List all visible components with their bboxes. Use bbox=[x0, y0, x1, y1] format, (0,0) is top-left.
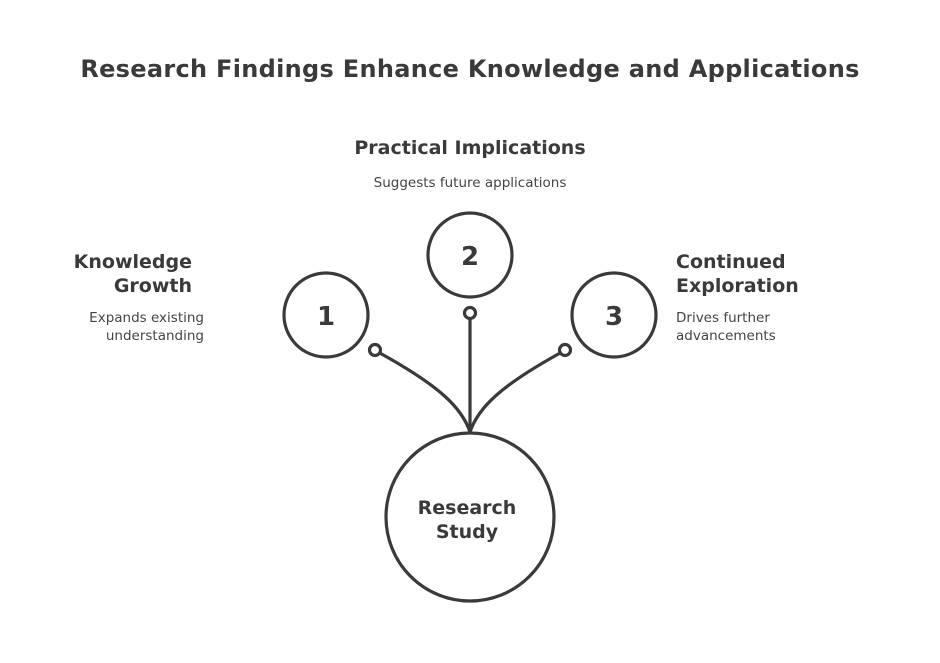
connector-2-endpoint bbox=[462, 305, 478, 321]
continued-exploration-heading-line-1: Continued bbox=[676, 251, 786, 273]
research-study-circle bbox=[384, 431, 556, 603]
continued-exploration-heading-line-2: Exploration bbox=[676, 275, 799, 297]
knowledge-growth-description-line-2: understanding bbox=[105, 328, 204, 344]
knowledge-growth-heading-line-2: Growth bbox=[113, 275, 192, 297]
node-circle-1 bbox=[282, 271, 370, 359]
connector-3 bbox=[468, 350, 564, 434]
node-number-3: 3 bbox=[605, 302, 623, 332]
knowledge-growth-description: Expands existing understanding bbox=[40, 309, 204, 345]
diagram-title: Research Findings Enhance Knowledge and … bbox=[80, 55, 860, 83]
center-label-line-1: Research bbox=[418, 497, 517, 519]
continued-exploration-description-line-2: advancements bbox=[676, 328, 776, 344]
knowledge-growth-heading-line-1: Knowledge bbox=[73, 251, 192, 273]
practical-implications-description: Suggests future applications bbox=[300, 174, 640, 192]
knowledge-growth-description-line-1: Expands existing bbox=[89, 310, 204, 326]
node-circle-3 bbox=[570, 271, 658, 359]
center-label-line-2: Study bbox=[436, 521, 499, 543]
practical-implications-heading: Practical Implications bbox=[300, 136, 640, 160]
practical-implications-description-line: Suggests future applications bbox=[373, 175, 567, 191]
continued-exploration-heading: Continued Exploration bbox=[676, 250, 876, 298]
node-circle-2 bbox=[426, 211, 514, 299]
knowledge-growth-heading: Knowledge Growth bbox=[40, 250, 192, 298]
node-number-1: 1 bbox=[317, 302, 335, 332]
node-number-2: 2 bbox=[461, 242, 479, 272]
continued-exploration-description-line-1: Drives further bbox=[676, 310, 770, 326]
connector-3-endpoint bbox=[557, 342, 573, 358]
connector-1 bbox=[376, 350, 472, 434]
continued-exploration-description: Drives further advancements bbox=[676, 309, 876, 345]
connector-1-endpoint bbox=[367, 342, 383, 358]
practical-implications-heading-line: Practical Implications bbox=[354, 137, 586, 159]
